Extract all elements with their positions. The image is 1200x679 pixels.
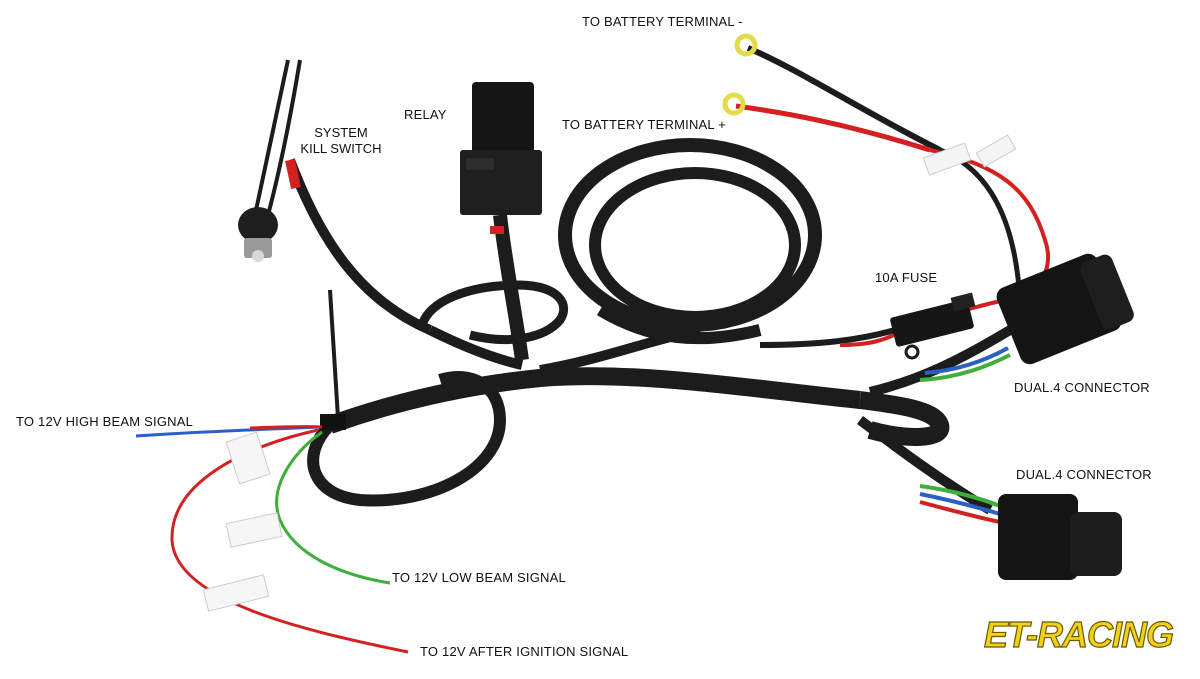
label-battery-negative: TO BATTERY TERMINAL - (582, 14, 743, 29)
battery-positive-wire (735, 103, 931, 153)
signal-wires (135, 425, 409, 654)
label-relay: RELAY (404, 107, 447, 122)
fuse-holder (759, 292, 1013, 360)
label-battery-positive: TO BATTERY TERMINAL + (562, 117, 726, 132)
et-racing-logo: ET-RACING (983, 613, 1174, 655)
wire-tag (975, 134, 1017, 168)
kill-switch-lead (285, 158, 432, 335)
dual-connector-1 (919, 253, 1134, 382)
fuse-body (890, 299, 974, 347)
dual-connector-2-body (998, 494, 1078, 580)
battery-negative-ring-terminal (734, 33, 758, 57)
label-kill-switch: SYSTEM KILL SWITCH (296, 125, 386, 157)
label-kill-switch-line1: SYSTEM (314, 125, 368, 140)
label-fuse: 10A FUSE (875, 270, 938, 285)
label-high-beam: TO 12V HIGH BEAM SIGNAL (16, 414, 194, 429)
cable-tie (320, 289, 346, 430)
kill-switch (238, 59, 432, 335)
main-harness-trunk (307, 280, 1013, 515)
wire-tag (225, 431, 271, 485)
wire-tag (225, 512, 283, 548)
label-dual-connector-2: DUAL.4 CONNECTOR (1016, 467, 1152, 482)
kill-switch-button (238, 207, 278, 243)
label-low-beam: TO 12V LOW BEAM SIGNAL (392, 570, 566, 585)
battery-leads (722, 33, 1051, 302)
label-after-ignition: TO 12V AFTER IGNITION SIGNAL (420, 644, 629, 659)
battery-positive-ring-terminal (722, 92, 746, 116)
relay (460, 82, 542, 361)
dual-connector-2 (919, 484, 1122, 580)
battery-negative-wire (746, 45, 942, 153)
coiled-lead (558, 138, 822, 345)
low-beam-wire (275, 430, 391, 585)
label-kill-switch-line2: KILL SWITCH (300, 141, 382, 156)
wire-tag (922, 142, 972, 176)
relay-body (472, 82, 534, 160)
label-dual-connector-1: DUAL.4 CONNECTOR (1014, 380, 1150, 395)
wire-tag (202, 574, 270, 612)
